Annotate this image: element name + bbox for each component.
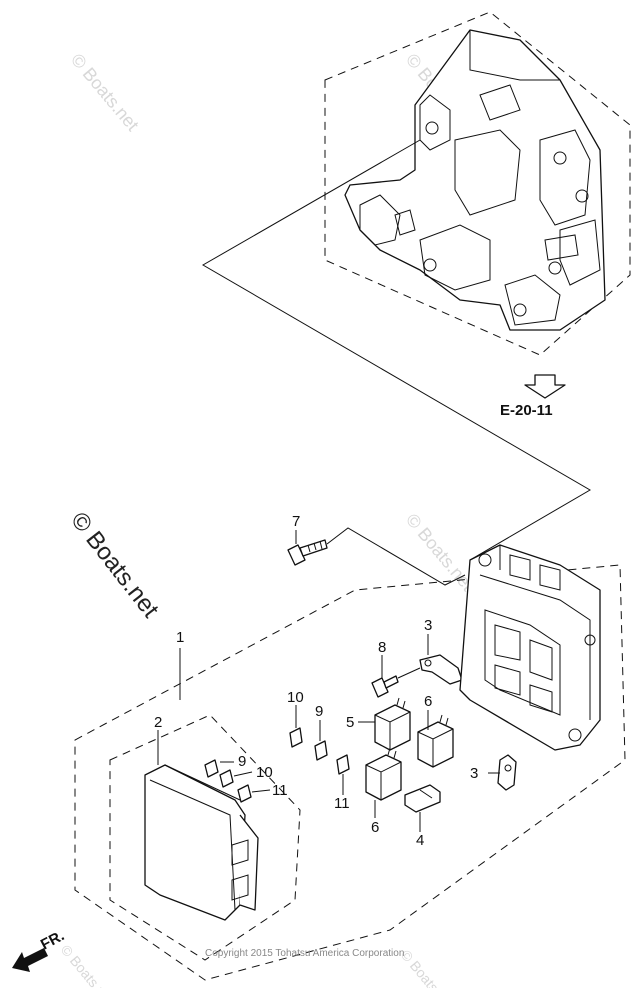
copyright-text: Copyright 2015 Tohatsu America Corporati… — [205, 948, 404, 959]
fuse-box-cover-part — [144, 764, 259, 921]
cover-dashed-outline — [109, 714, 301, 961]
watermark-faint-4: © Boats.net — [58, 942, 117, 988]
callout-5: 5 — [346, 714, 354, 731]
connector-4-part — [404, 784, 441, 813]
bolt-part — [287, 539, 328, 566]
fuse-small-group — [204, 759, 252, 803]
watermark-main: © Boats.net — [65, 507, 164, 623]
terminal-part-upper — [419, 654, 463, 685]
callout-9-cover: 9 — [238, 753, 246, 770]
fuse-11-part — [336, 754, 350, 775]
callout-8: 8 — [378, 639, 386, 656]
front-direction-arrow-icon — [12, 948, 48, 972]
screw-part — [371, 675, 399, 698]
watermark-faint-1: © Boats.net — [67, 50, 143, 135]
connector-line-bolt — [326, 527, 466, 586]
callout-6-lower: 6 — [371, 819, 379, 836]
relay-5-part — [374, 697, 411, 751]
connector-line-upper — [202, 139, 591, 561]
terminal-part-lower — [497, 754, 517, 791]
lower-dashed-outline — [74, 564, 626, 981]
callout-1: 1 — [176, 629, 184, 646]
callout-9-fuse: 9 — [315, 703, 323, 720]
fuse-10-part — [289, 727, 303, 748]
leader-11a — [251, 789, 271, 793]
callout-4: 4 — [416, 832, 424, 849]
callout-6-upper: 6 — [424, 693, 432, 710]
relay-block-part — [459, 544, 601, 751]
callout-2: 2 — [154, 714, 162, 731]
callout-10-cover: 10 — [256, 764, 273, 781]
connector-line-screw — [397, 667, 421, 679]
upper-bracket-part — [344, 29, 606, 331]
reference-label: E-20-11 — [500, 402, 553, 419]
reference-arrow-icon — [524, 374, 566, 399]
callout-3-lower: 3 — [470, 765, 478, 782]
callout-11-cover: 11 — [272, 782, 288, 799]
callout-11-fuse: 11 — [334, 795, 350, 812]
watermark-faint-5: © Boats.net — [398, 947, 457, 988]
relay-6-part-lower — [365, 747, 402, 801]
fuse-9-part — [314, 740, 328, 761]
callout-3-upper: 3 — [424, 617, 432, 634]
leader-10a — [233, 771, 253, 777]
callout-10-fuse: 10 — [287, 689, 304, 706]
relay-6-part-upper — [417, 714, 454, 768]
upper-dashed-outline — [324, 11, 631, 356]
callout-7: 7 — [292, 513, 300, 530]
